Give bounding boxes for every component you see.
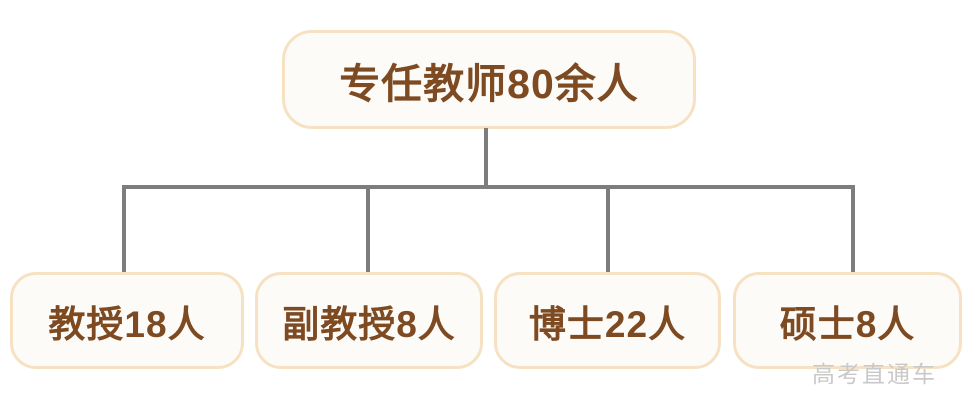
child-node-doctorate: 博士22人 bbox=[494, 272, 721, 369]
child-node-masters: 硕士8人 bbox=[733, 272, 962, 369]
child-node-label-professor: 教授18人 bbox=[48, 303, 206, 345]
child-node-label-doctorate: 博士22人 bbox=[528, 303, 687, 345]
connector-drop-3 bbox=[606, 185, 610, 274]
connector-horizontal-rail bbox=[122, 185, 855, 189]
child-node-associate-professor: 副教授8人 bbox=[255, 272, 483, 369]
root-node-label: 专任教师80余人 bbox=[339, 60, 639, 107]
child-node-professor: 教授18人 bbox=[10, 272, 244, 369]
child-node-label-masters: 硕士8人 bbox=[779, 303, 916, 345]
connector-drop-4 bbox=[851, 185, 855, 274]
connector-trunk-vertical bbox=[484, 128, 488, 188]
connector-drop-1 bbox=[122, 185, 126, 274]
child-node-label-associate-professor: 副教授8人 bbox=[282, 303, 456, 345]
watermark: 高考直通车 bbox=[812, 361, 937, 387]
connector-drop-2 bbox=[366, 185, 370, 274]
root-node-faculty-total: 专任教师80余人 bbox=[282, 30, 696, 129]
